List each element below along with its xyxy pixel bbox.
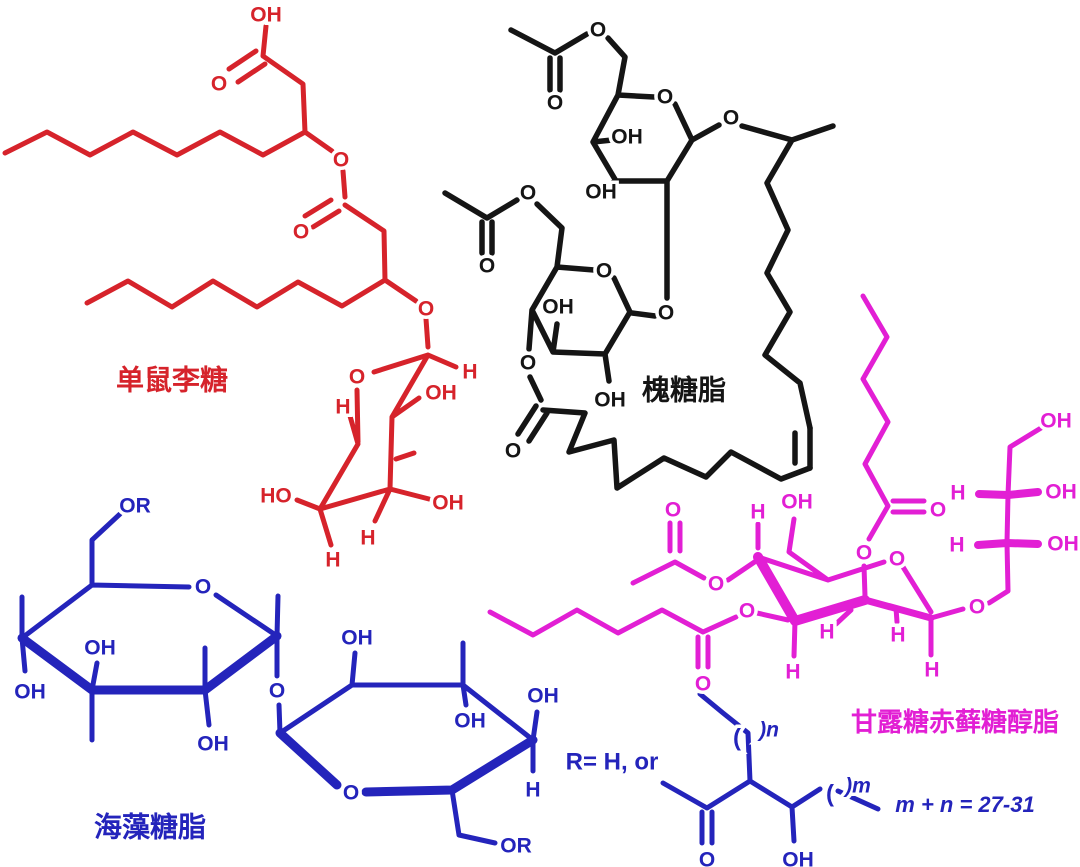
atom-label-OH: OH <box>432 492 464 515</box>
rhamnolipid-name-label: 单鼠李糖 <box>116 364 228 395</box>
atom-label-OH: OH <box>454 710 486 733</box>
mel-structure <box>487 293 1044 670</box>
atom-label-O: O <box>547 92 563 115</box>
atom-label-m: )m <box>843 775 871 798</box>
atom-label-: ( <box>826 780 834 807</box>
atom-label-O: O <box>343 782 359 805</box>
atom-label-O: O <box>479 255 495 278</box>
r-group-bonds <box>660 691 881 844</box>
atom-label-O: O <box>293 221 309 244</box>
atom-label-O: O <box>699 849 715 867</box>
mel-medium-bonds <box>861 596 935 622</box>
rhamnolipid-double-bonds <box>226 48 342 230</box>
atom-label-OH: OH <box>1047 533 1079 556</box>
atom-label-OH: OH <box>782 849 814 867</box>
trehalose-lipid-name-label: 海藻糖脂 <box>94 811 206 842</box>
mel-wedge-bonds <box>974 488 1042 549</box>
atom-label-OH: OH <box>341 627 373 650</box>
atom-label-OH: OH <box>781 491 813 514</box>
atom-label-OH: OH <box>611 126 643 149</box>
r-group-double-bonds <box>699 809 715 846</box>
trehalose-lipid-structure <box>17 511 881 846</box>
atom-label-OR: OR <box>500 835 532 858</box>
atom-label-H: H <box>949 534 964 557</box>
atom-label-O: O <box>708 573 724 596</box>
trehalose-bold-bonds <box>17 631 538 797</box>
atom-label-HO: HO <box>260 485 292 508</box>
atom-label-OH: OH <box>1040 410 1072 433</box>
atom-label-O: O <box>665 499 681 522</box>
atom-label-H: H <box>785 661 800 684</box>
rhamnolipid-structure <box>2 23 459 548</box>
mel-double-bonds <box>667 498 927 670</box>
atom-label-O: O <box>418 298 434 321</box>
atom-label-OH: OH <box>585 181 617 204</box>
atom-label-H: H <box>525 779 540 802</box>
sophorolipid-name-label: 槐糖脂 <box>642 373 726 405</box>
r-definition-label: R= H, or <box>566 748 659 775</box>
atom-label-O: O <box>349 366 365 389</box>
atom-label-OH: OH <box>1045 481 1077 504</box>
mel-name-label: 甘露糖赤藓糖醇脂 <box>851 707 1059 737</box>
atom-label-H: H <box>325 549 340 572</box>
atom-label-O: O <box>195 576 211 599</box>
trehalose-bonds <box>19 511 540 846</box>
atom-label-OH: OH <box>197 733 229 756</box>
atom-label-O: O <box>269 680 285 703</box>
mn-equation-label: m + n = 27-31 <box>895 792 1034 817</box>
atom-label-O: O <box>723 107 739 130</box>
atom-label-OH: OH <box>594 389 626 412</box>
atom-label-H: H <box>924 659 939 682</box>
atom-label-H: H <box>819 621 834 644</box>
atom-label-O: O <box>695 673 711 696</box>
atom-label-O: O <box>657 86 673 109</box>
atom-label-O: O <box>969 596 985 619</box>
atom-label-H: H <box>462 361 477 384</box>
atom-label-O: O <box>520 182 536 205</box>
atom-label-O: O <box>739 600 755 623</box>
atom-label-OH: OH <box>14 681 46 704</box>
sophorolipid-bonds <box>442 27 836 491</box>
atom-label-OH: OH <box>84 637 116 660</box>
atom-label-H: H <box>360 527 375 550</box>
atom-label-OR: OR <box>119 495 151 518</box>
atom-label-O: O <box>590 19 606 42</box>
atom-label-OH: OH <box>527 685 559 708</box>
atom-label-OH: OH <box>250 4 282 27</box>
atom-label-H: H <box>750 501 765 524</box>
atom-label-O: O <box>211 73 227 96</box>
atom-label-H: H <box>950 482 965 505</box>
atom-label-OH: OH <box>542 296 574 319</box>
atom-label-OH: OH <box>425 382 457 405</box>
atom-label-O: O <box>520 352 536 375</box>
atom-label-O: O <box>333 149 349 172</box>
mel-bonds <box>487 293 1044 659</box>
atom-label-O: O <box>658 302 674 325</box>
atom-label-n: )n <box>757 719 779 742</box>
atom-label-H: H <box>890 624 905 647</box>
sophorolipid-double-bonds <box>479 55 813 471</box>
atom-label-: ( <box>733 724 741 751</box>
atom-label-O: O <box>930 499 946 522</box>
atom-label-H: H <box>335 396 350 419</box>
atom-label-O: O <box>889 548 905 571</box>
atom-label-O: O <box>596 260 612 283</box>
atom-label-O: O <box>856 542 872 565</box>
atom-label-O: O <box>505 440 521 463</box>
rhamnolipid-bonds <box>2 23 459 548</box>
sophorolipid-structure <box>442 27 836 491</box>
mel-bold-bonds <box>753 552 870 626</box>
